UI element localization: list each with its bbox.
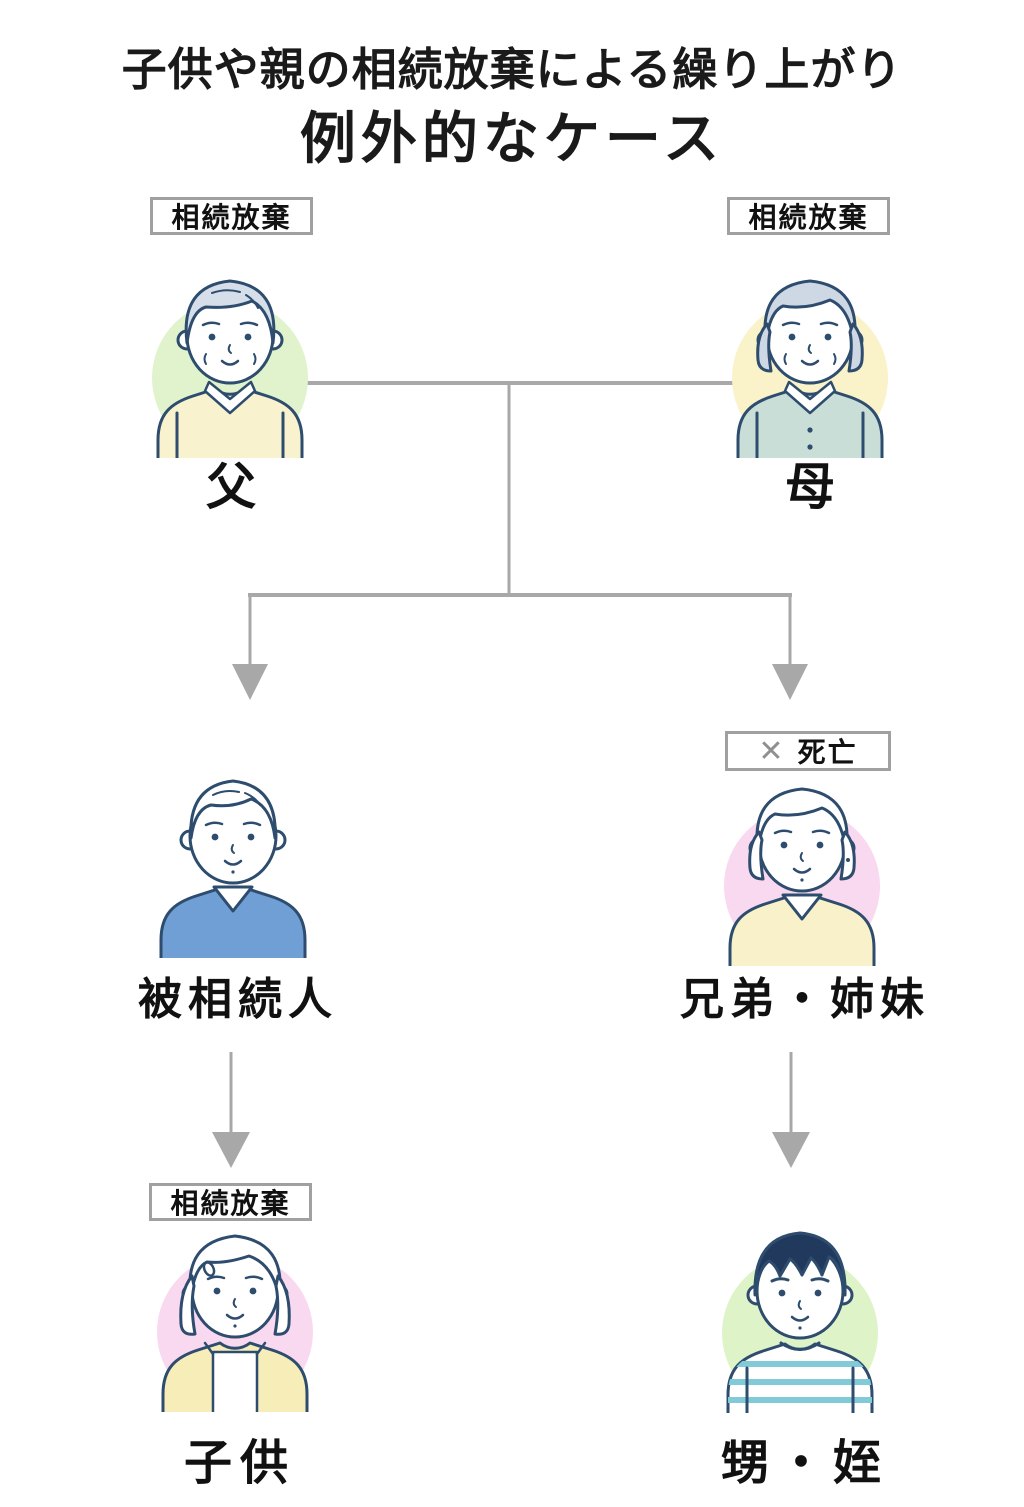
nephew-hair [753,1231,847,1297]
mother-cardigan [736,387,884,458]
nephew-illustration [710,1203,890,1413]
sibling-illustration [712,756,892,966]
decedent-name-label: 被相続人 [138,975,338,1024]
nephew-shirt-stripes [728,1361,872,1403]
father-sweater [156,387,304,458]
diagram-title-line1: 子供や親の相続放棄による繰り上がり [121,44,903,95]
decedent-hair [189,779,277,840]
arrowhead-to-child [212,1132,250,1168]
renounce-badge-child: 相続放棄 [149,1183,312,1221]
mother-illustration [720,248,900,458]
sibling-name-label: 兄弟・姉妹 [680,975,930,1024]
father-name-label: 父 [206,459,256,515]
renounce-badge-mother: 相続放棄 [727,197,890,235]
child-name-label: 子供 [183,1437,297,1490]
decedent-avatar-icon [159,779,307,958]
father-hair [184,279,276,345]
arrowhead-to-sibling [772,664,808,700]
renounce-badge-mother-label: 相続放棄 [748,202,869,233]
mother-avatar-icon [732,279,888,458]
nephew-avatar-icon [722,1231,878,1413]
child-hairpin [202,1261,216,1277]
diagram-title-line2: 例外的なケース [299,107,725,170]
father-illustration [140,248,320,458]
renounce-badge-child-label: 相続放棄 [170,1188,291,1219]
x-mark-icon: ✕ [758,734,784,768]
nephew-name-label: 甥・姪 [720,1437,890,1490]
father-collar [203,380,257,415]
decedent-vneck [212,885,254,913]
arrowhead-to-decedent [232,664,268,700]
mother-collar [783,380,837,415]
child-apron-bib [211,1350,259,1412]
decedent-illustration [143,748,323,958]
sibling-avatar-icon [724,787,880,966]
mother-name-label: 母 [785,459,835,515]
child-illustration [145,1202,325,1412]
father-avatar-icon [152,279,308,458]
renounce-badge-father: 相続放棄 [150,197,313,235]
death-badge-label: 死亡 [797,737,858,768]
arrowhead-to-nephew [772,1132,810,1168]
child-avatar-icon [157,1234,313,1412]
renounce-badge-father-label: 相続放棄 [171,202,292,233]
sibling-vneck [781,893,823,921]
death-badge-sibling: ✕ 死亡 [725,731,891,771]
